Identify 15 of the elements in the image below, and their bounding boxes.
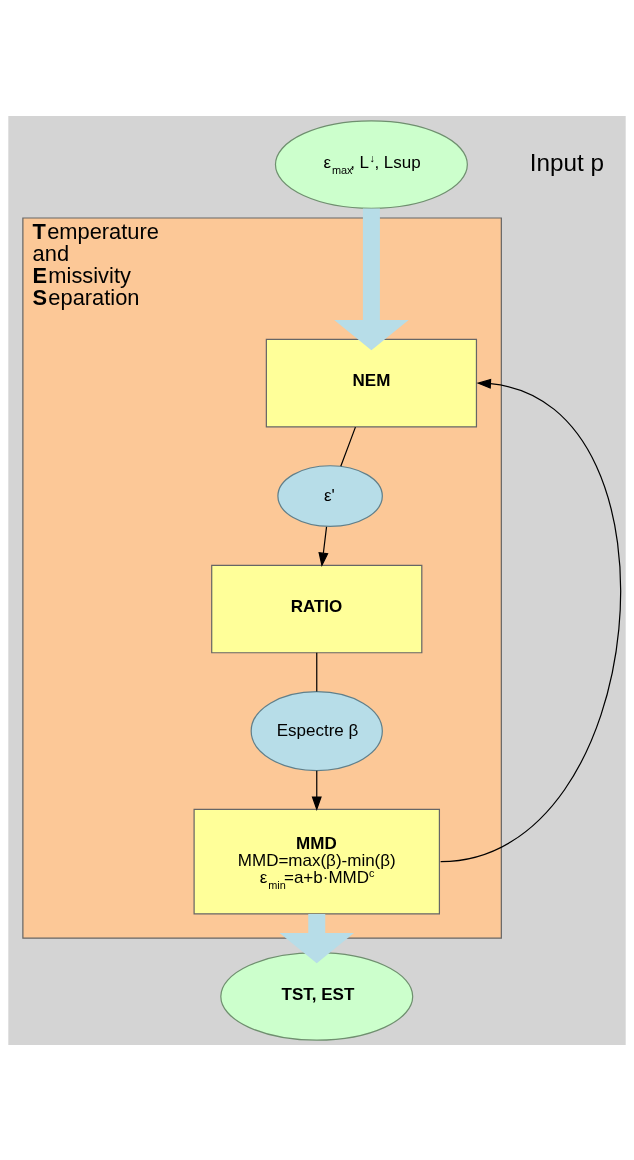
label: Input p [529, 148, 605, 176]
node-ellipse: Espectre β [250, 690, 383, 771]
node-ellipse: ε' [277, 464, 383, 527]
arrow [279, 913, 354, 963]
node-ellipse: TST, EST [220, 951, 414, 1041]
connector [340, 426, 357, 467]
arrow [318, 525, 329, 567]
arrow [440, 378, 621, 862]
node-box: RATIO [211, 564, 423, 653]
node-box: NEM [265, 338, 478, 427]
connector [316, 651, 318, 692]
arrow [334, 208, 409, 350]
node-ellipse: ε$_{max}$, L$^{↓}$, Lsup [274, 119, 468, 209]
arrow [311, 769, 322, 811]
node-box: MMD MMD=max(β)-min(β) ε$_{min}$=a+b·MMD$^{c}$ [193, 808, 440, 914]
